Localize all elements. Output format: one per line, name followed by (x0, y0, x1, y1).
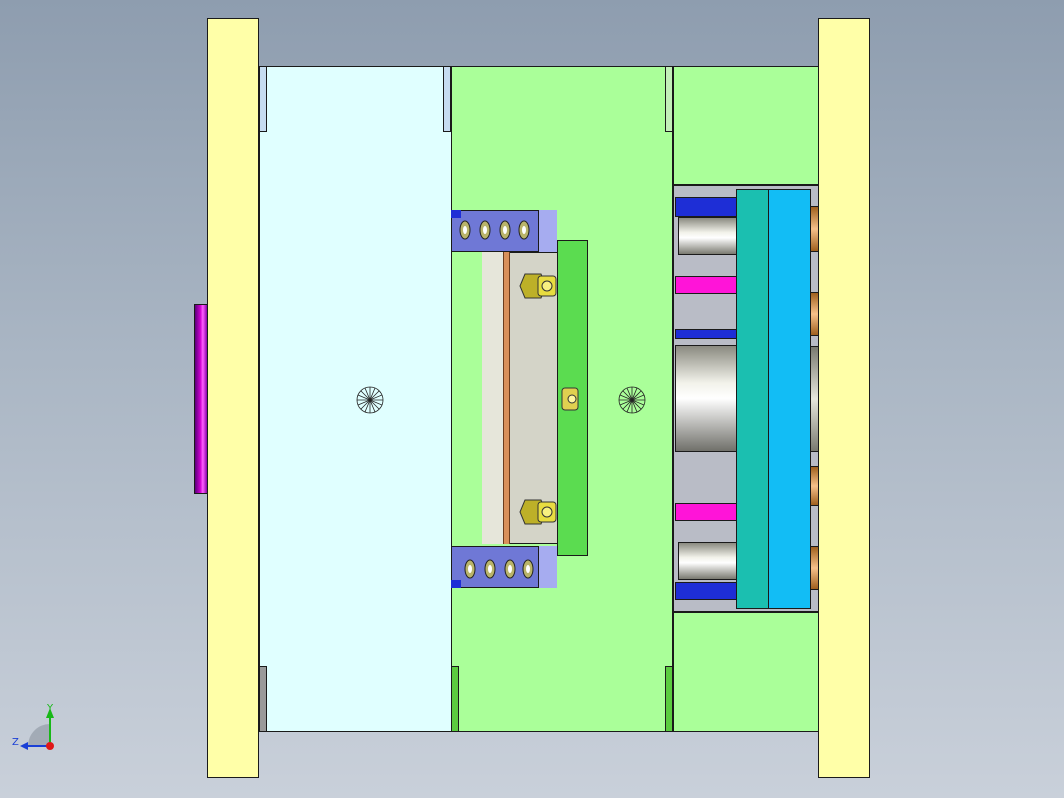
spacer-block-top[interactable] (673, 66, 819, 185)
lock-block-top-end (538, 210, 557, 252)
b-plate-guide-bottom-right (665, 666, 673, 732)
axis-triad-icon[interactable]: Y Z (12, 703, 54, 750)
socket-screw-icon[interactable] (484, 559, 496, 579)
ejector-plate[interactable] (736, 189, 769, 609)
lock-block-bottom-end (538, 546, 557, 588)
b-plate-guide-top (665, 66, 673, 132)
guide-bushing-bottom[interactable] (678, 542, 738, 580)
lock-block-bottom-corner (451, 580, 461, 588)
crosshair-marker-icon (618, 386, 646, 414)
support-pillar[interactable] (675, 345, 737, 452)
crosshair-marker-icon (356, 386, 384, 414)
a-plate-guide-top-left (259, 66, 267, 132)
a-plate[interactable] (259, 66, 452, 732)
ejector-retainer-plate[interactable] (768, 189, 811, 609)
socket-screw-icon[interactable] (464, 559, 476, 579)
spacer-block-bottom[interactable] (673, 612, 819, 732)
right-clamp-plate[interactable] (818, 18, 870, 778)
hex-bolt-icon[interactable] (519, 273, 557, 299)
cavity-recess (451, 250, 487, 546)
socket-screw-icon[interactable] (518, 220, 530, 240)
b-plate-guide-bottom-left (451, 666, 459, 732)
socket-screw-icon[interactable] (504, 559, 516, 579)
hex-bolt-icon[interactable] (519, 499, 557, 525)
socket-screw-icon[interactable] (479, 220, 491, 240)
lock-block-top-corner (451, 210, 461, 218)
socket-screw-icon[interactable] (499, 220, 511, 240)
a-plate-guide-bottom-left (259, 666, 267, 732)
left-clamp-plate[interactable] (207, 18, 259, 778)
axis-y-label: Y (46, 703, 54, 714)
socket-screw-icon[interactable] (561, 387, 579, 411)
axis-z-label: Z (12, 737, 19, 748)
socket-screw-icon[interactable] (522, 559, 534, 579)
socket-screw-icon[interactable] (459, 220, 471, 240)
a-plate-guide-top-right (443, 66, 451, 132)
slider-wear-strip (503, 252, 510, 544)
